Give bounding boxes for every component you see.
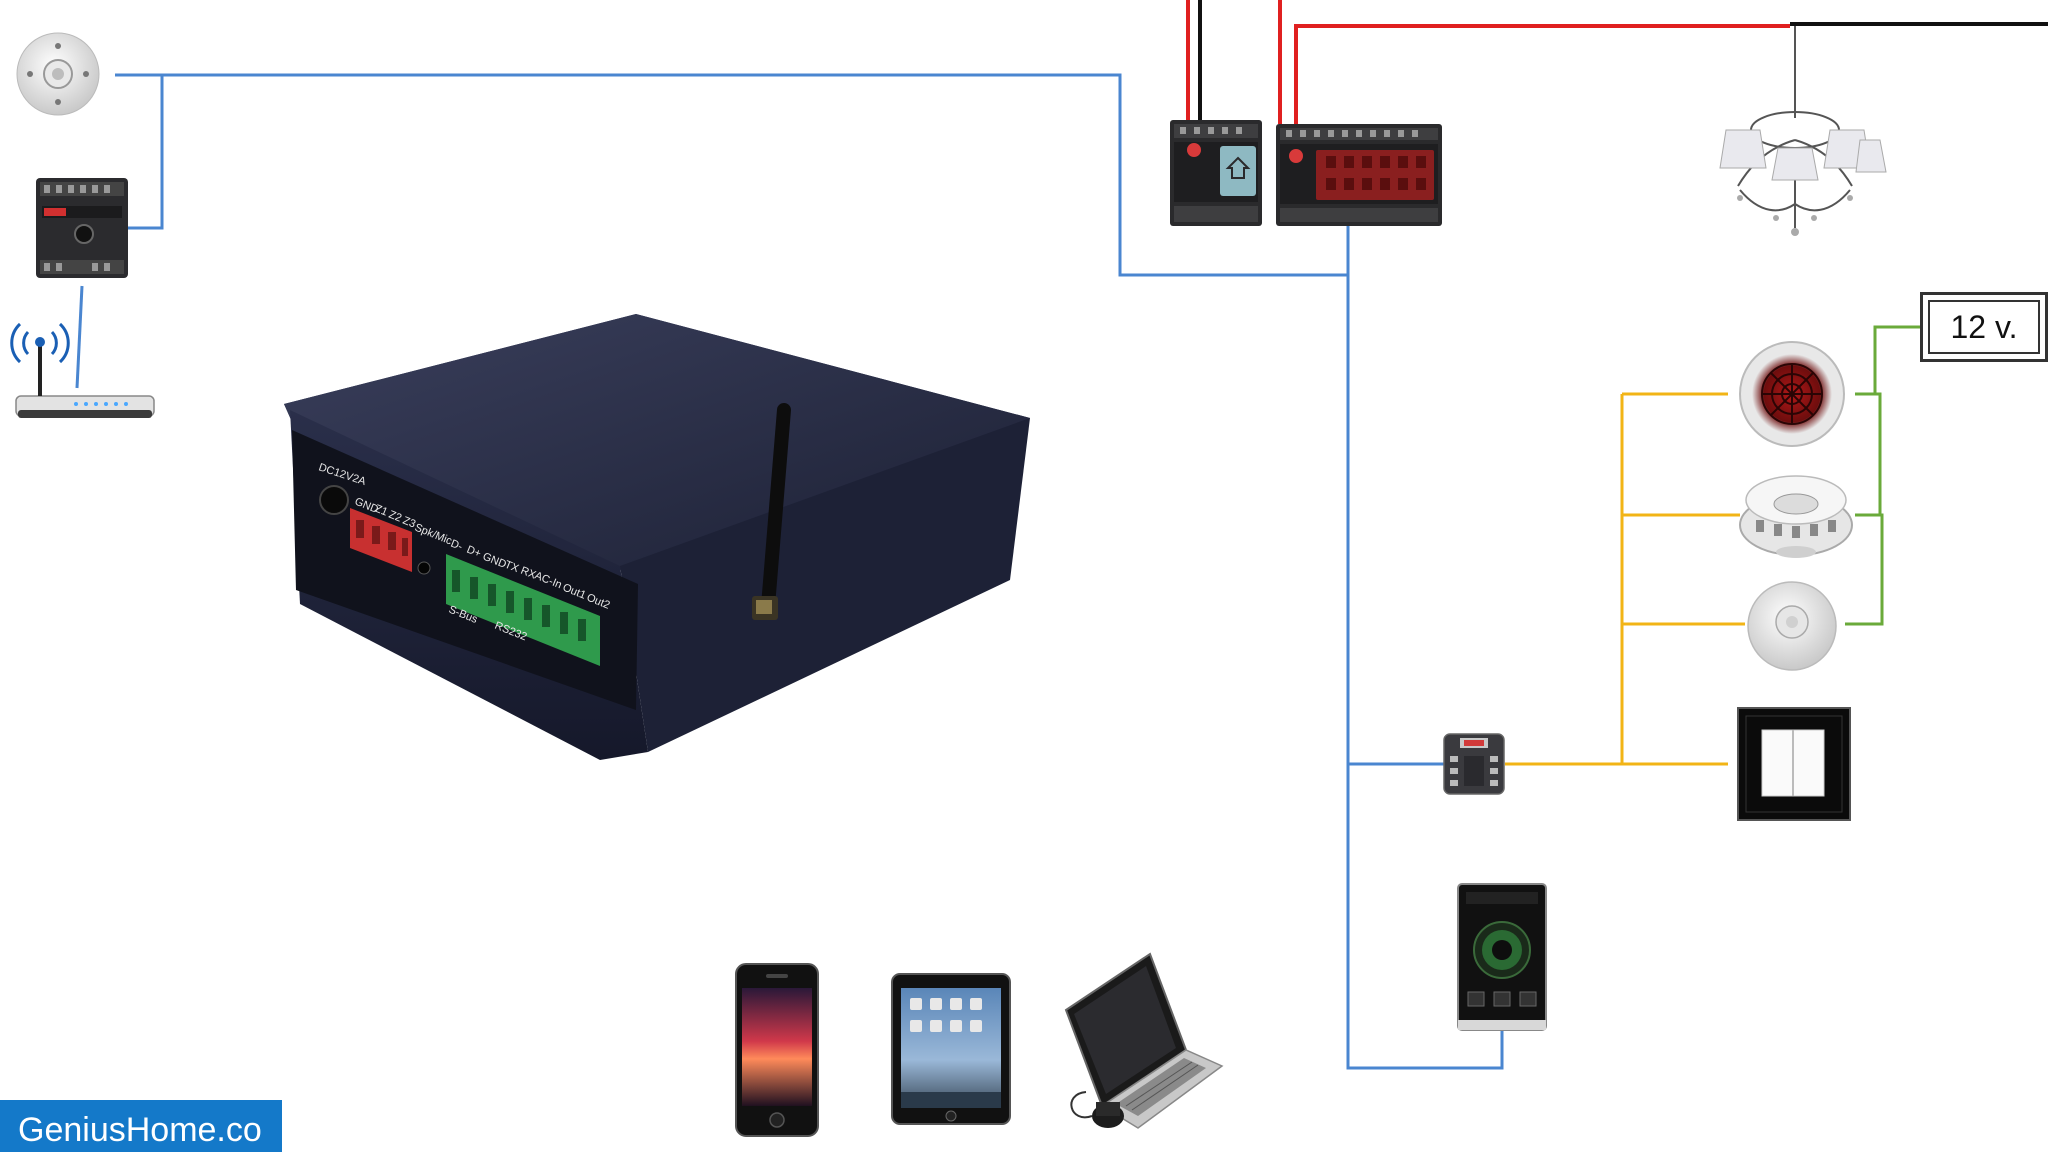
heat-detector-icon	[1739, 341, 1845, 447]
terminal-label: Z3	[401, 515, 417, 531]
bus-line-top	[115, 73, 1348, 277]
power-supply-box: 12 v.	[1920, 292, 2048, 362]
ceiling-sensor-icon	[16, 32, 100, 116]
relay-module-large	[1276, 124, 1442, 226]
bus-terminal-block	[446, 554, 600, 666]
brand-logo[interactable]: GeniusHome.co	[0, 1100, 282, 1152]
terminal-label: RX	[519, 565, 538, 582]
supply-line-motion	[1845, 513, 1884, 626]
bus-line-dimmer	[128, 75, 164, 230]
bus-wiring	[75, 73, 1504, 1070]
relay-module-small	[1170, 120, 1262, 226]
bus-line-backbone	[1346, 222, 1504, 1070]
power-red-c	[1294, 24, 1790, 124]
power-supply-label: 12 v.	[1928, 300, 2040, 354]
antenna-icon	[752, 403, 791, 620]
wall-switch-icon	[1737, 707, 1851, 821]
zone-terminal-block	[350, 508, 412, 572]
power-wiring	[1186, 0, 2048, 124]
smartphone-icon	[735, 963, 819, 1137]
laptop-icon	[1064, 952, 1224, 1129]
motion-sensor-icon	[1747, 581, 1837, 671]
chandelier-icon	[1719, 26, 1887, 236]
input-module-icon	[1443, 733, 1505, 795]
terminal-label: D+	[465, 544, 483, 561]
terminal-label: TX	[503, 559, 521, 576]
touch-panel-icon	[1457, 883, 1547, 1031]
sensor-wiring	[1505, 392, 1745, 766]
router-icon	[10, 322, 155, 418]
terminal-label: D-	[449, 538, 465, 554]
din-module-icon	[36, 178, 128, 278]
gateway-box-icon: DC12V2A GND Z1 Z2 Z3 Spk/Mic D- D+ GND T…	[284, 314, 1030, 760]
supply-line-smoke	[1855, 392, 1882, 517]
smoke-detector-icon	[1739, 475, 1853, 558]
terminal-label: Z2	[387, 509, 403, 525]
supply-wiring	[1845, 325, 1920, 626]
bus-line-router	[75, 285, 84, 389]
tablet-icon	[891, 973, 1011, 1125]
terminal-label: Z1	[373, 503, 389, 519]
supply-line-trunk	[1855, 325, 1920, 396]
